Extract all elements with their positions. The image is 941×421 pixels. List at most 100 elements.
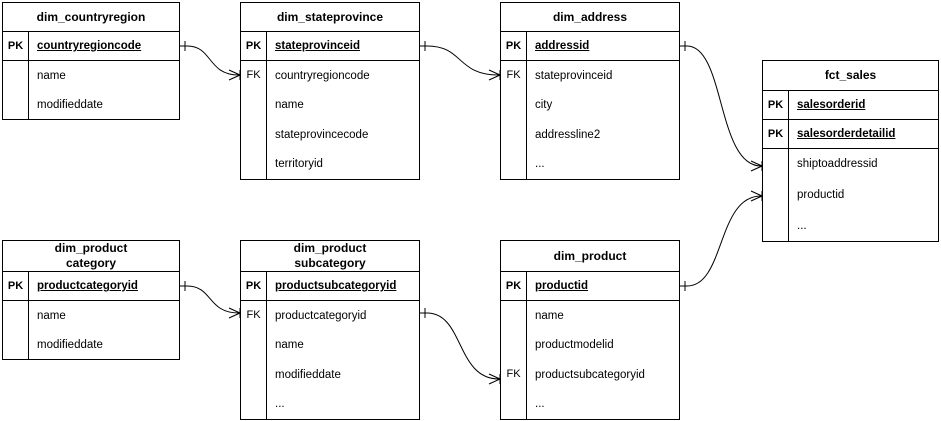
field-name: ... (797, 219, 807, 232)
field-name: name (275, 339, 304, 352)
cardinality-many-marker (750, 160, 763, 172)
field-name: productcategoryid (37, 280, 138, 292)
field-name: modifieddate (37, 98, 103, 111)
key-column: FK (241, 301, 267, 419)
field-name: modifieddate (37, 338, 103, 351)
foreign-key-badge: FK (506, 367, 521, 380)
field-name: territoryid (275, 158, 323, 171)
connector-line (426, 312, 500, 380)
relationship-stateprovince-to-address (420, 41, 501, 81)
key-column (763, 149, 789, 241)
key-row[interactable]: PK productsubcategoryid (241, 272, 419, 301)
field-column: name productmodelid productsubcategoryid..… (527, 301, 679, 419)
connector-line (186, 45, 240, 76)
attribute-block: name modifieddate (3, 61, 179, 119)
field-column: shiptoaddressid productid... (789, 149, 938, 241)
field-name: countryregioncode (37, 40, 142, 52)
foreign-key-badge: FK (506, 68, 521, 81)
connector-line (686, 45, 762, 167)
field-name: name (37, 309, 66, 322)
field-name: productsubcategoryid (275, 280, 397, 292)
entity-title: dim_product (501, 241, 679, 272)
key-column: FK (501, 61, 527, 179)
field-column: productcategoryid name modifieddate... (267, 301, 419, 419)
field-name: name (37, 69, 66, 82)
field-column: name modifieddate (29, 61, 179, 119)
cardinality-one-marker (680, 281, 688, 291)
cardinality-many-marker (228, 307, 241, 319)
key-badge: PK (3, 272, 29, 300)
field-name: productid (535, 280, 589, 292)
connector-line (426, 45, 500, 76)
field-name: name (535, 309, 564, 322)
field-name: productcategoryid (275, 309, 367, 322)
foreign-key-badge: FK (246, 68, 261, 81)
field-name: addressline2 (535, 128, 601, 141)
cardinality-many-marker (228, 69, 241, 81)
field-name: stateprovincecode (275, 128, 369, 141)
entity-title: dim_product subcategory (241, 241, 419, 272)
key-row[interactable]: PK addressid (501, 32, 679, 61)
field-name: salesorderid (797, 99, 866, 111)
relationship-countryregion-to-stateprovince (180, 41, 241, 81)
field-name: ... (535, 398, 545, 411)
field-name: city (535, 99, 553, 112)
relationship-address-to-fctsales (680, 41, 763, 172)
key-row[interactable]: PK salesorderid (763, 91, 938, 120)
relationship-subcategory-to-product (420, 308, 501, 385)
relationship-product-to-fctsales (680, 190, 763, 291)
key-badge: PK (763, 91, 789, 119)
field-name: shiptoaddressid (797, 158, 878, 171)
key-column (3, 301, 29, 359)
attribute-block: shiptoaddressid productid... (763, 149, 938, 241)
key-row[interactable]: PK salesorderdetailid (763, 120, 938, 149)
cardinality-one-marker (420, 308, 428, 318)
field-name: ... (275, 398, 285, 411)
field-name: ... (535, 158, 545, 171)
field-name: stateprovinceid (275, 40, 360, 52)
relationship-productcategory-to-subcategory (180, 281, 241, 319)
key-row[interactable]: PK productcategoryid (3, 272, 179, 301)
key-badge: PK (501, 32, 527, 60)
key-badge: PK (501, 272, 527, 300)
field-name: name (275, 99, 304, 112)
attribute-block: name modifieddate (3, 301, 179, 359)
key-row[interactable]: PK productid (501, 272, 679, 301)
entity-title: dim_address (501, 3, 679, 32)
connector-line (686, 195, 762, 287)
cardinality-many-marker (750, 190, 763, 202)
foreign-key-badge: FK (246, 308, 261, 321)
field-column: stateprovinceid city addressline2... (527, 61, 679, 179)
field-name: stateprovinceid (535, 69, 613, 82)
cardinality-one-marker (180, 281, 188, 291)
key-badge: PK (763, 120, 789, 148)
field-name: modifieddate (275, 368, 341, 381)
field-name: productid (797, 188, 845, 201)
field-name: addressid (535, 40, 590, 52)
key-column: FK (501, 301, 527, 419)
entity-title: dim_stateprovince (241, 3, 419, 32)
field-name: productsubcategoryid (535, 368, 645, 381)
key-column: FK (241, 61, 267, 179)
entity-title: dim_product category (3, 241, 179, 272)
attribute-block: FK stateprovinceid city addressline2... (501, 61, 679, 179)
cardinality-one-marker (680, 41, 688, 51)
field-column: name modifieddate (29, 301, 179, 359)
field-name: productmodelid (535, 339, 614, 352)
key-badge: PK (241, 272, 267, 300)
attribute-block: FK productcategoryid name modifieddate... (241, 301, 419, 419)
field-name: salesorderdetailid (797, 128, 896, 140)
cardinality-many-marker (488, 69, 501, 81)
